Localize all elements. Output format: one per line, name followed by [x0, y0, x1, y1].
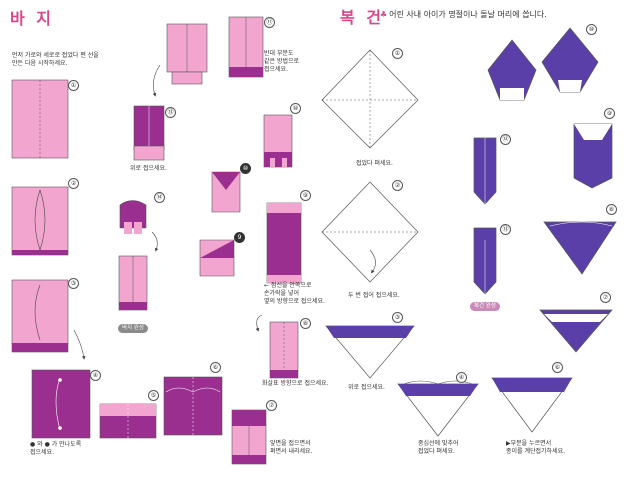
hat-step-9-number: ⑨: [604, 108, 615, 119]
pants-caption-13: 위로 접으세요.: [130, 165, 167, 172]
hat-finished: [473, 227, 497, 295]
pants-step-4-number: ④: [90, 370, 101, 381]
pants-caption-4b: 접으세요.: [30, 449, 54, 456]
hat-caption-6b: 종이를 계단접기하세요.: [506, 448, 566, 455]
pants-caption-9c: 옆의 방향으로 접으세요.: [264, 298, 325, 305]
pants-step-8-number: ⑧: [300, 318, 311, 329]
pants-intro-line-1: 먼저 가로와 세로로 접었다 편 선을: [12, 52, 99, 59]
pants-step-3-number: ③: [68, 278, 79, 289]
pants-caption-11a: 반대 부분도: [264, 50, 294, 57]
pants-title: 바 지: [10, 9, 55, 28]
pants-caption-7b: 펴면서 내리세요.: [270, 448, 313, 455]
pants-step-6-sheet: [163, 376, 223, 436]
hat-title: 복 건: [340, 8, 385, 27]
pants-step-13-number: ⑬: [165, 107, 176, 118]
pants-step-11-sheet: [228, 16, 264, 78]
pants-step-11-number: ⑪: [264, 17, 275, 28]
pants-caption-7a: 앞면을 접으면서: [270, 440, 311, 447]
pants-step-8-sheet: [255, 314, 299, 379]
hat-step-13-number: ⑬: [500, 224, 511, 235]
hat-caption-3: 위로 접으세요.: [348, 384, 385, 391]
pants-intro-line-2: 만든 다음 시작하세요.: [12, 60, 68, 67]
hat-step-10-sheet: [541, 27, 599, 93]
pants-step-7-sheet: [231, 409, 267, 465]
pants-step-9b-sheet: [199, 239, 235, 277]
pants-step-5-sheet: [99, 403, 157, 439]
hat-step-10-number: ⑩: [586, 24, 597, 35]
hat-step-1-sheet: [321, 49, 419, 149]
hat-step-3-sheet: [325, 325, 415, 379]
pants-step-9-sheet: [266, 202, 302, 284]
pants-step-6-number: ⑥: [210, 362, 221, 373]
hat-step-6-sheet: [491, 377, 573, 433]
pants-step-9-number: ⑨: [300, 190, 311, 201]
hat-step-7-sheet: [539, 309, 613, 353]
pants-step-5-number: ⑤: [148, 390, 159, 401]
pants-step-13-sheet: [133, 105, 165, 161]
hat-step-1-number: ①: [392, 48, 403, 59]
pants-step-7-number: ⑦: [266, 400, 277, 411]
hat-subtitle-text: 어린 사내 아이가 명절이나 돌날 머리에 씁니다.: [389, 10, 547, 19]
pants-step-1-number: ①: [68, 80, 79, 91]
hat-step-8-number: ⑧: [606, 204, 617, 215]
pants-step-14-sheet: [119, 200, 159, 252]
hat-step-3-number: ③: [392, 312, 403, 323]
pants-done-badge: 바지 완성: [118, 324, 148, 333]
hat-step-8-sheet: [543, 221, 617, 275]
hat-step-2-sheet: [321, 181, 419, 283]
pants-step-dark-number: 9: [234, 232, 245, 243]
pants-finished: [118, 255, 148, 311]
hat-caption-4b: 접었다 펴세요.: [418, 448, 455, 455]
hat-step-12-number: ⑫: [500, 134, 511, 145]
pants-step-10-sheet: [263, 114, 293, 168]
pants-step-4-sheet: [31, 369, 91, 439]
hat-step-2-number: ②: [392, 180, 403, 191]
pants-caption-8: 화살표 방향으로 접으세요.: [262, 380, 329, 387]
hat-step-12-sheet: [473, 137, 497, 205]
pants-caption-9b: 손가락을 넣어: [264, 290, 300, 297]
pants-caption-9a: ← 점선을 안쪽으로: [264, 282, 312, 289]
hat-subtitle: ♣어린 사내 아이가 명절이나 돌날 머리에 씁니다.: [380, 9, 547, 20]
hat-step-4-number: ④: [456, 372, 467, 383]
hat-caption-4a: 중심선에 맞추어: [418, 440, 459, 447]
pants-caption-11b: 같은 방법으로: [264, 58, 300, 65]
pants-step-10b-number: ⑩: [240, 163, 251, 174]
pants-step-14-number: ⑭: [154, 192, 165, 203]
hat-step-9-sheet: [573, 123, 613, 189]
pants-step-1-sheet: [11, 79, 69, 159]
pants-step-12-sheet: [152, 23, 208, 97]
hat-caption-6a: ▶부분을 누르면서: [506, 440, 552, 447]
pants-step-10b-sheet: [211, 171, 241, 213]
pants-caption-4a: ● 와 ● 가 만나도록: [30, 441, 82, 448]
hat-done-badge: 복건 완성: [470, 302, 500, 311]
club-mark-icon: ♣: [380, 10, 388, 19]
pants-caption-11c: 접으세요.: [264, 66, 288, 73]
pants-step-3-sheet: [11, 279, 86, 360]
hat-step-7-number: ⑦: [600, 292, 611, 303]
hat-caption-1: 접었다 펴세요.: [356, 160, 393, 167]
hat-step-6-number: ⑥: [552, 362, 563, 373]
pants-step-2-sheet: [11, 186, 69, 256]
hat-step-4-sheet: [397, 380, 479, 437]
pants-step-2-number: ②: [68, 178, 79, 189]
hat-step-11-sheet: [487, 39, 537, 101]
pants-step-10-number: ⑩: [290, 103, 301, 114]
hat-caption-2: 두 번 접어 접으세요.: [348, 292, 400, 299]
